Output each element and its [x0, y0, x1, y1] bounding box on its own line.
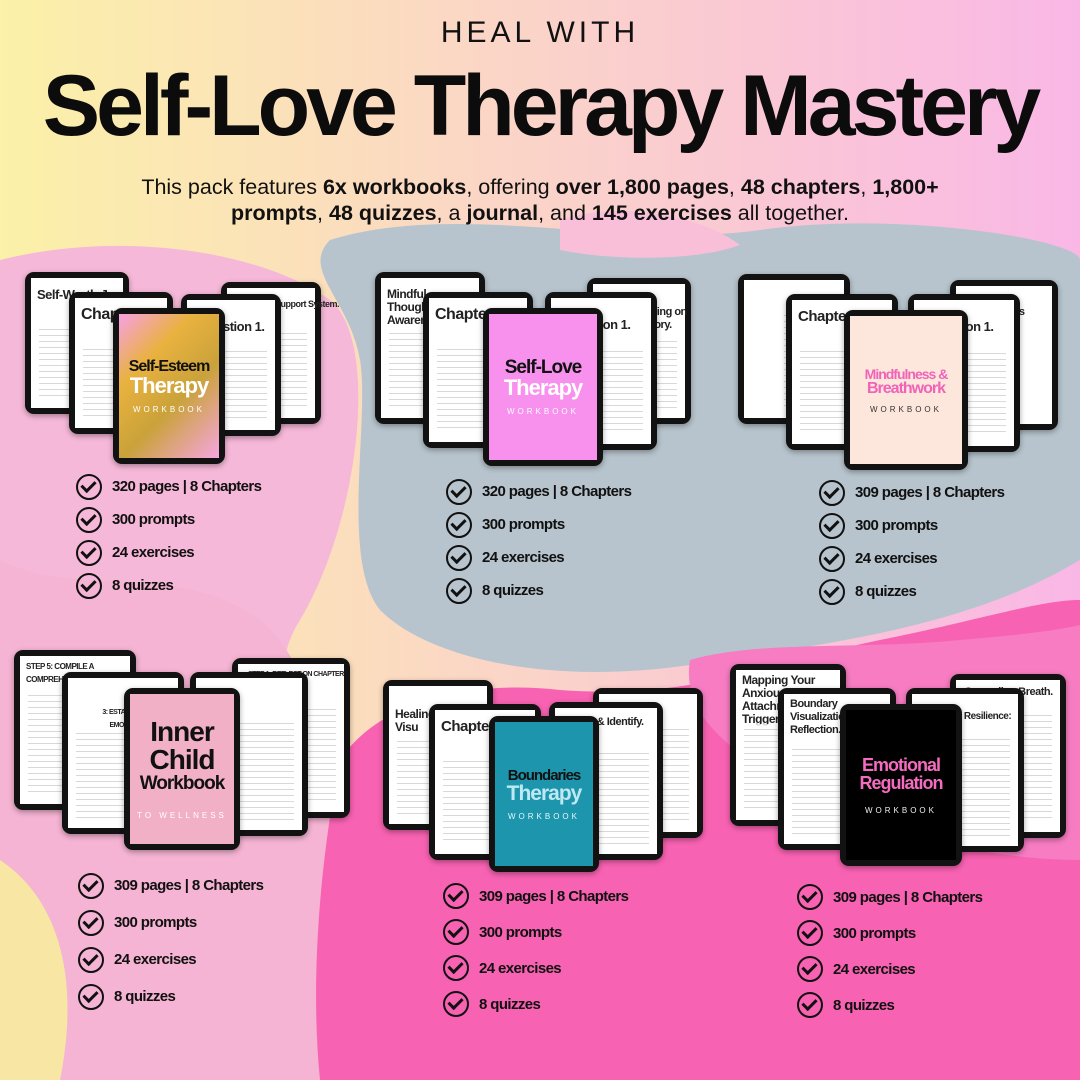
feature-item: 8 quizzes: [819, 575, 1004, 608]
cover-tag: WORKBOOK: [864, 805, 937, 815]
feature-item: 309 pages | 8 Chapters: [819, 476, 1005, 509]
cover-tag: TO WELLNESS: [137, 811, 227, 820]
check-circle-icon: [443, 883, 469, 909]
cover-title: Emotional: [861, 754, 941, 775]
cover-title-2: Breathwork: [866, 379, 946, 397]
check-circle-icon: [446, 478, 472, 505]
check-circle-icon: [78, 909, 104, 936]
check-circle-icon: [78, 946, 104, 973]
feature-item: 24 exercises: [76, 536, 261, 569]
tablet-cover: Inner Child Workbook TO WELLNESS: [124, 688, 240, 850]
feature-item: 309 pages | 8 Chapters: [797, 879, 983, 915]
check-circle-icon: [819, 479, 845, 506]
subtitle: This pack features 6x workbooks, offerin…: [141, 175, 939, 225]
feature-item: 8 quizzes: [446, 574, 631, 607]
feature-item: 320 pages | 8 Chapters: [446, 475, 632, 508]
feature-item: 309 pages | 8 Chapters: [78, 867, 264, 904]
feature-item: 300 prompts: [797, 915, 982, 951]
product-boundaries: Healing Visu Chapter Reflect & Identify.…: [383, 680, 703, 880]
product-self-love: Mindful Though Awaren Chapter ealing on …: [375, 270, 695, 470]
feature-item: 300 prompts: [446, 508, 631, 541]
check-circle-icon: [819, 512, 845, 539]
cover-title-2: Therapy: [506, 781, 583, 805]
check-circle-icon: [819, 578, 845, 605]
check-circle-icon: [76, 473, 102, 500]
cover-tag: WORKBOOK: [869, 404, 942, 414]
feature-item: 8 quizzes: [443, 986, 628, 1022]
feature-list: 309 pages | 8 Chapters 300 prompts 24 ex…: [797, 879, 983, 1023]
check-circle-icon: [797, 920, 823, 946]
check-circle-icon: [76, 539, 102, 566]
check-circle-icon: [443, 919, 469, 945]
product-emotional-regulation: Mapping Your Anxious Attachm Trigger Bou…: [730, 664, 1070, 874]
tablet-cover: Self-Love Therapy WORKBOOK: [483, 308, 603, 466]
feature-item: 24 exercises: [78, 941, 263, 978]
check-circle-icon: [446, 577, 472, 604]
cover-tag: WORKBOOK: [132, 404, 205, 414]
tablet-cover: Mindfulness & Breathwork WORKBOOK: [844, 310, 968, 470]
product-inner-child: STEP 5: COMPILE A COMPREHENSIVE LIST 3: …: [14, 650, 354, 860]
feature-item: 24 exercises: [446, 541, 631, 574]
feature-list: 320 pages | 8 Chapters 300 prompts 24 ex…: [446, 475, 632, 607]
cover-title-2: Workbook: [139, 773, 226, 794]
check-circle-icon: [76, 506, 102, 533]
check-circle-icon: [443, 991, 469, 1017]
feature-item: 300 prompts: [78, 904, 263, 941]
check-circle-icon: [797, 884, 823, 910]
cover-title-2: Regulation: [859, 772, 944, 793]
feature-item: 300 prompts: [76, 503, 261, 536]
feature-list: 309 pages | 8 Chapters 300 prompts 24 ex…: [443, 878, 629, 1022]
feature-item: 8 quizzes: [76, 569, 261, 602]
feature-item: 24 exercises: [797, 951, 982, 987]
cover-title: Self-Esteem: [128, 357, 211, 375]
cover-title-2: Therapy: [129, 372, 210, 398]
feature-list: 309 pages | 8 Chapters 300 prompts 24 ex…: [819, 476, 1005, 608]
feature-item: 309 pages | 8 Chapters: [443, 878, 629, 914]
pretitle: HEAL WITH: [440, 16, 640, 49]
feature-item: 24 exercises: [819, 542, 1004, 575]
cover-title-2: Therapy: [503, 375, 584, 400]
check-circle-icon: [446, 511, 472, 538]
tablet-cover: Boundaries Therapy WORKBOOK: [489, 716, 599, 872]
check-circle-icon: [76, 572, 102, 599]
feature-item: 8 quizzes: [797, 987, 982, 1023]
cover-title: Boundaries: [507, 766, 582, 784]
tablet-cover: Emotional Regulation WORKBOOK: [840, 704, 962, 866]
feature-item: 24 exercises: [443, 950, 628, 986]
feature-list: 309 pages | 8 Chapters 300 prompts 24 ex…: [78, 867, 264, 1015]
check-circle-icon: [819, 545, 845, 572]
check-circle-icon: [78, 983, 104, 1010]
cover-tag: WORKBOOK: [507, 811, 580, 821]
cover-tag: WORKBOOK: [506, 407, 579, 416]
page-title: Self-Love Therapy Mastery: [42, 58, 1041, 154]
product-self-esteem: Self-Worth Jo Chapter 2. Mind Map: Suppo…: [25, 270, 340, 470]
feature-list: 320 pages | 8 Chapters 300 prompts 24 ex…: [76, 470, 262, 602]
cover-title: Self-Love: [504, 357, 583, 378]
cover-title: Mindfulness &: [864, 365, 949, 382]
check-circle-icon: [797, 992, 823, 1018]
feature-item: 320 pages | 8 Chapters: [76, 470, 262, 503]
check-circle-icon: [797, 956, 823, 982]
cover-title: Inner Child: [149, 716, 216, 775]
feature-item: 300 prompts: [443, 914, 628, 950]
feature-item: 300 prompts: [819, 509, 1004, 542]
check-circle-icon: [446, 544, 472, 571]
product-mindfulness: Chapter Types stion 1. Mindfulness & Bre…: [738, 272, 1068, 472]
tablet-cover: Self-Esteem Therapy WORKBOOK: [113, 308, 225, 464]
feature-item: 8 quizzes: [78, 978, 263, 1015]
check-circle-icon: [443, 955, 469, 981]
check-circle-icon: [78, 872, 104, 899]
